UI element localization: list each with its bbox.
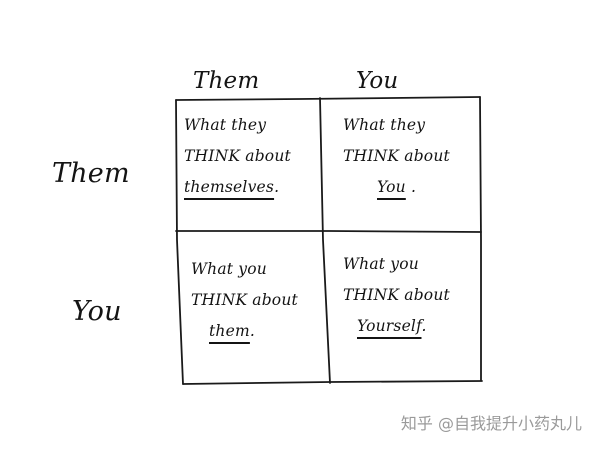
period: .	[421, 317, 427, 335]
cell-you-them: What you THINK about them.	[191, 254, 298, 347]
grid-horizontal-divider	[175, 230, 482, 233]
cell-line: What you	[343, 255, 419, 273]
cell-line: THINK about	[343, 286, 450, 304]
grid-top-border	[175, 96, 481, 101]
underlined-word: You	[377, 178, 406, 196]
row-header-them: Them	[52, 158, 130, 189]
cell-them-them: What they THINK about themselves.	[184, 110, 291, 203]
underlined-word: them	[209, 322, 250, 340]
grid-bottom-border	[182, 380, 483, 385]
grid-right-border	[479, 96, 482, 381]
cell-line-emphasis: themselves.	[184, 172, 291, 203]
column-header-you: You	[356, 68, 399, 94]
cell-line: THINK about	[184, 147, 291, 165]
column-header-them: Them	[193, 68, 260, 94]
row-header-you: You	[72, 296, 122, 327]
period: .	[249, 322, 256, 340]
cell-line: What they	[343, 116, 426, 134]
cell-line-emphasis: You .	[343, 172, 450, 203]
underlined-word: themselves	[184, 178, 275, 196]
period: .	[274, 178, 280, 196]
cell-line-emphasis: them.	[191, 316, 298, 347]
cell-you-you: What you THINK about Yourself.	[343, 249, 450, 342]
cell-line: THINK about	[343, 147, 450, 165]
cell-line-emphasis: Yourself.	[343, 311, 450, 342]
cell-line: THINK about	[191, 291, 298, 309]
grid-vertical-divider	[319, 97, 331, 384]
watermark: 知乎 @自我提升小药丸儿	[400, 414, 582, 433]
underlined-word: Yourself	[357, 317, 422, 335]
period: .	[410, 178, 417, 196]
grid-left-border	[175, 99, 184, 385]
cell-them-you: What they THINK about You .	[343, 110, 450, 203]
cell-line: What you	[191, 260, 267, 278]
cell-line: What they	[184, 116, 267, 134]
